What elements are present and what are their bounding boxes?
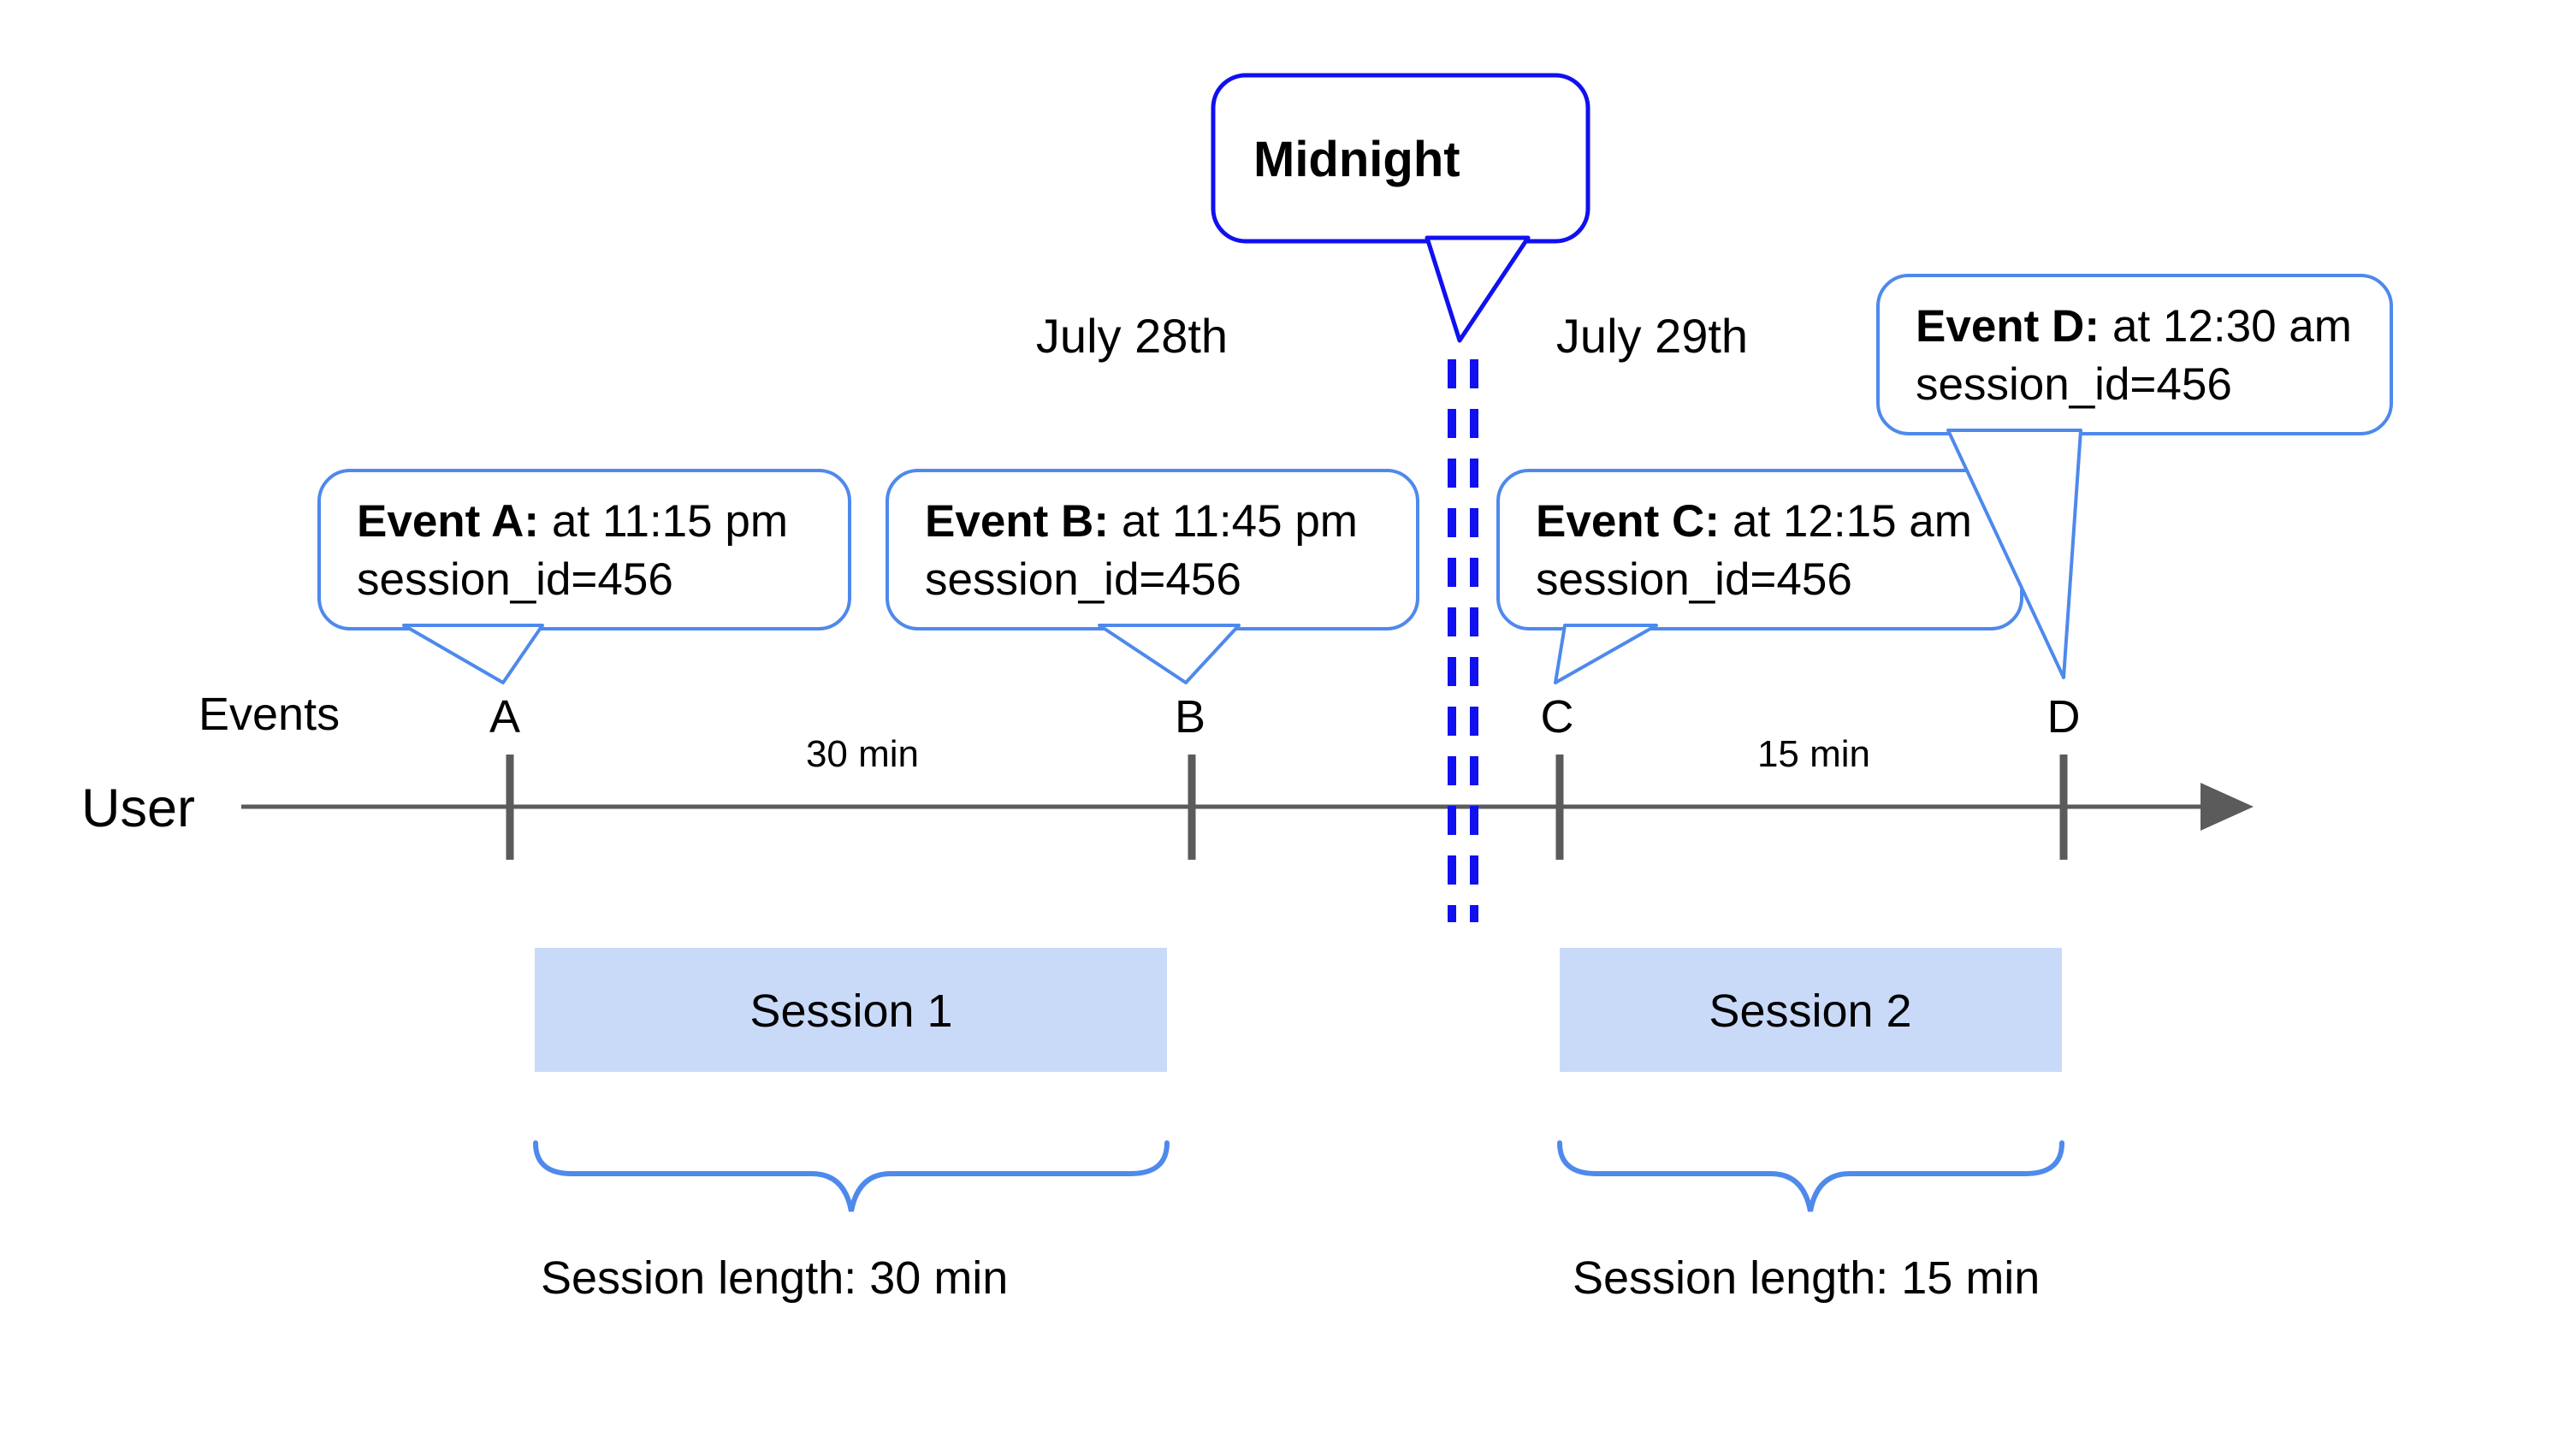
- event-b-letter: B: [1175, 691, 1205, 743]
- midnight-callout-tail: [1425, 235, 1531, 343]
- midnight-callout-bubble: [1211, 73, 1590, 244]
- session-1-label: Session 1: [749, 985, 952, 1037]
- event-d-tail: [1946, 429, 2082, 679]
- event-a-bubble: [317, 469, 851, 630]
- session-1-brace: [533, 1140, 1170, 1212]
- session-1-box: [535, 948, 1167, 1072]
- event-d-bubble: [1876, 274, 2393, 435]
- session-2-box: [1560, 948, 2062, 1072]
- event-c-time: at 12:15 am: [1733, 496, 1972, 547]
- event-c-tail: [1554, 624, 1658, 684]
- event-b-label: Event B:: [925, 496, 1109, 547]
- event-c-letter: C: [1541, 691, 1574, 743]
- timeline-axis: [241, 755, 2254, 860]
- event-a-session-id: session_id=456: [357, 554, 673, 605]
- event-c-session-id: session_id=456: [1536, 554, 1852, 605]
- session-2-length-label: Session length: 15 min: [1573, 1252, 2040, 1304]
- interval-label-15min: 15 min: [1757, 733, 1870, 775]
- event-a-time: at 11:15 pm: [552, 496, 788, 547]
- event-d-letter: D: [2047, 691, 2081, 743]
- session-2-group: Session 2 Session length: 15 min: [1557, 948, 2064, 1304]
- user-row-label: User: [81, 778, 195, 838]
- session-1-length-label: Session length: 30 min: [541, 1252, 1008, 1304]
- event-c-text: Event C: at 12:15 am session_id=456: [1536, 496, 1972, 605]
- midnight-divider: [1448, 359, 1478, 922]
- interval-label-30min: 30 min: [806, 733, 919, 775]
- event-d-callout: Event D:at 12:30 am session_id=456: [1876, 274, 2393, 679]
- event-c-callout: Event C: at 12:15 am session_id=456: [1496, 469, 2023, 684]
- event-c-bubble: [1496, 469, 2023, 630]
- midnight-callout-text: Midnight: [1253, 132, 1460, 187]
- session-2-brace: [1557, 1140, 2064, 1212]
- midnight-callout: Midnight: [1211, 73, 1590, 343]
- event-a-callout: Event A: at 11:15 pm session_id=456: [317, 469, 851, 684]
- session-2-label: Session 2: [1709, 985, 1911, 1037]
- date-label-july-29: July 29th: [1556, 309, 1748, 363]
- event-a-label: Event A:: [357, 496, 539, 547]
- event-b-bubble: [886, 469, 1419, 630]
- timeline-arrowhead-icon: [2201, 783, 2254, 831]
- event-d-text: Event D:at 12:30 am session_id=456: [1916, 301, 2352, 410]
- session-1-group: Session 1 Session length: 30 min: [533, 948, 1170, 1304]
- event-d-time: at 12:30 am: [2112, 301, 2352, 352]
- event-a-text: Event A: at 11:15 pm session_id=456: [357, 496, 788, 605]
- events-row-label: Events: [198, 689, 340, 740]
- event-d-label: Event D:: [1916, 301, 2100, 352]
- event-a-letter: A: [489, 691, 520, 743]
- event-c-label: Event C:: [1536, 496, 1720, 547]
- event-b-callout: Event B: at 11:45 pm session_id=456: [886, 469, 1419, 684]
- event-b-tail: [1098, 624, 1241, 684]
- event-b-text: Event B: at 11:45 pm session_id=456: [925, 496, 1358, 605]
- event-d-session-id: session_id=456: [1916, 359, 2232, 410]
- event-a-tail: [402, 624, 544, 684]
- event-b-time: at 11:45 pm: [1122, 496, 1358, 547]
- date-label-july-28: July 28th: [1036, 309, 1228, 363]
- event-b-session-id: session_id=456: [925, 554, 1241, 605]
